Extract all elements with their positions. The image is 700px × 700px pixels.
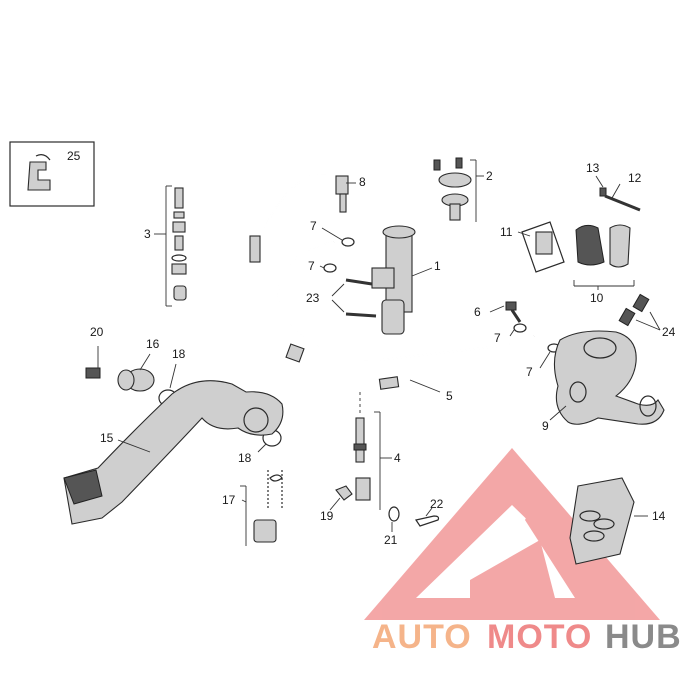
label-7-b: 7: [308, 259, 315, 273]
part-9-brake-caliper: [549, 330, 665, 425]
label-8: 8: [359, 175, 366, 189]
label-1: 1: [434, 259, 441, 273]
label-24: 24: [662, 325, 676, 339]
label-7-d: 7: [526, 365, 533, 379]
label-7-a: 7: [310, 219, 317, 233]
part-6-bolt: [489, 301, 522, 323]
label-9: 9: [542, 419, 549, 433]
part-2-reservoir-cap: [433, 157, 484, 222]
label-4: 4: [394, 451, 401, 465]
watermark-word-moto: MOTO: [487, 618, 592, 656]
watermark-stripe-2: [470, 540, 555, 598]
watermark-stripe: [525, 490, 610, 598]
part-23-bolts: [331, 278, 377, 318]
label-18-a: 18: [172, 347, 186, 361]
label-25: 25: [67, 149, 81, 163]
watermark-logo: [364, 448, 660, 620]
label-21: 21: [384, 533, 398, 547]
label-14: 14: [652, 509, 666, 523]
part-17-spring-bush: [240, 470, 283, 546]
part-15-brake-pedal: [63, 380, 284, 525]
label-15: 15: [100, 431, 114, 445]
callout-labels: 25 3 8 7 7 2 13 12 11 1 23 10 6 24 7 7 2…: [67, 149, 676, 547]
label-5: 5: [446, 389, 453, 403]
watermark-triangle-inner: [416, 505, 608, 598]
part-25-clip: [9, 141, 95, 207]
label-12: 12: [628, 171, 642, 185]
part-5-brake-hose: [277, 241, 535, 393]
label-23: 23: [306, 291, 320, 305]
label-22: 22: [430, 497, 444, 511]
label-6: 6: [474, 305, 481, 319]
label-11: 11: [500, 225, 513, 239]
label-3: 3: [144, 227, 151, 241]
part-1-master-cylinder: [371, 225, 433, 335]
label-7-c: 7: [494, 331, 501, 345]
part-7-washers: [319, 227, 561, 369]
watermark-word-auto: AUTO: [372, 618, 472, 656]
part-25-box: [9, 141, 95, 207]
label-13: 13: [586, 161, 600, 175]
label-18-b: 18: [238, 451, 252, 465]
part-8-switch-hose: [249, 172, 356, 263]
part-24-bleeders: [618, 293, 661, 331]
part-14-kit-box: [569, 477, 648, 565]
part-19-clip: [329, 485, 353, 511]
label-2: 2: [486, 169, 493, 183]
part-10-11-brake-pads: [517, 221, 635, 290]
part-25-clip-shape: [27, 161, 51, 191]
part-12-13-pins: [595, 175, 641, 212]
watermark-word-hub: HUB: [605, 618, 682, 656]
part-21-22-washer-pin: [388, 506, 440, 532]
part-3-piston-kit: [154, 185, 187, 307]
part-4-push-rod: [353, 392, 392, 510]
label-16: 16: [146, 337, 160, 351]
label-19: 19: [320, 509, 334, 523]
label-20: 20: [90, 325, 104, 339]
label-17: 17: [222, 493, 236, 507]
label-10: 10: [590, 291, 604, 305]
